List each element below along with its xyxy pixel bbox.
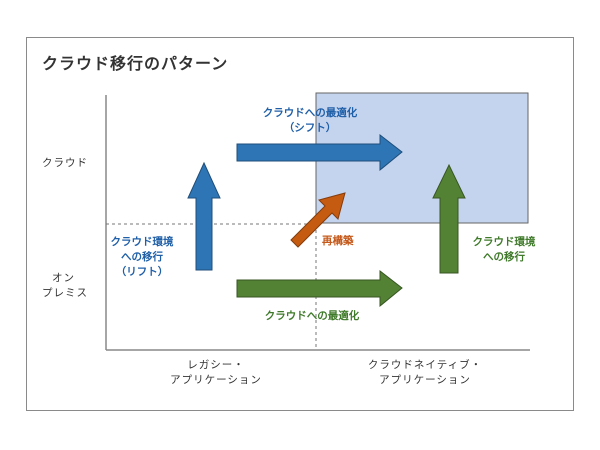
label-rebuild: 再構築 xyxy=(322,235,354,247)
onprem-optimize-arrow xyxy=(236,269,403,308)
lift-arrow xyxy=(187,161,221,271)
shift-arrow xyxy=(236,133,403,172)
y-label-onprem-2: プレミス xyxy=(42,287,88,299)
label-native-move-1: クラウド環境 xyxy=(472,236,536,248)
label-cloud-optimize-2: （シフト） xyxy=(283,122,337,134)
native-move-arrow xyxy=(432,163,466,274)
x-label-legacy-2: アプリケーション xyxy=(170,374,262,386)
x-label-legacy-1: レガシー・ xyxy=(187,359,245,371)
label-cloud-optimize-1: クラウドへの最適化 xyxy=(262,107,358,119)
y-label-cloud: クラウド xyxy=(42,157,88,169)
x-label-native-2: アプリケーション xyxy=(379,374,471,386)
label-onprem-optimize: クラウドへの最適化 xyxy=(264,310,360,322)
label-lift-1: クラウド環境 xyxy=(110,236,174,248)
label-native-move-2: への移行 xyxy=(483,251,525,263)
label-lift-3: （リフト） xyxy=(115,266,169,278)
y-label-onprem-1: オン xyxy=(52,272,75,284)
label-lift-2: への移行 xyxy=(121,251,163,263)
x-label-native-1: クラウドネイティブ・ xyxy=(367,359,483,371)
diagram-title: クラウド移行のパターン xyxy=(42,54,229,73)
rebuild-arrow xyxy=(290,192,346,248)
